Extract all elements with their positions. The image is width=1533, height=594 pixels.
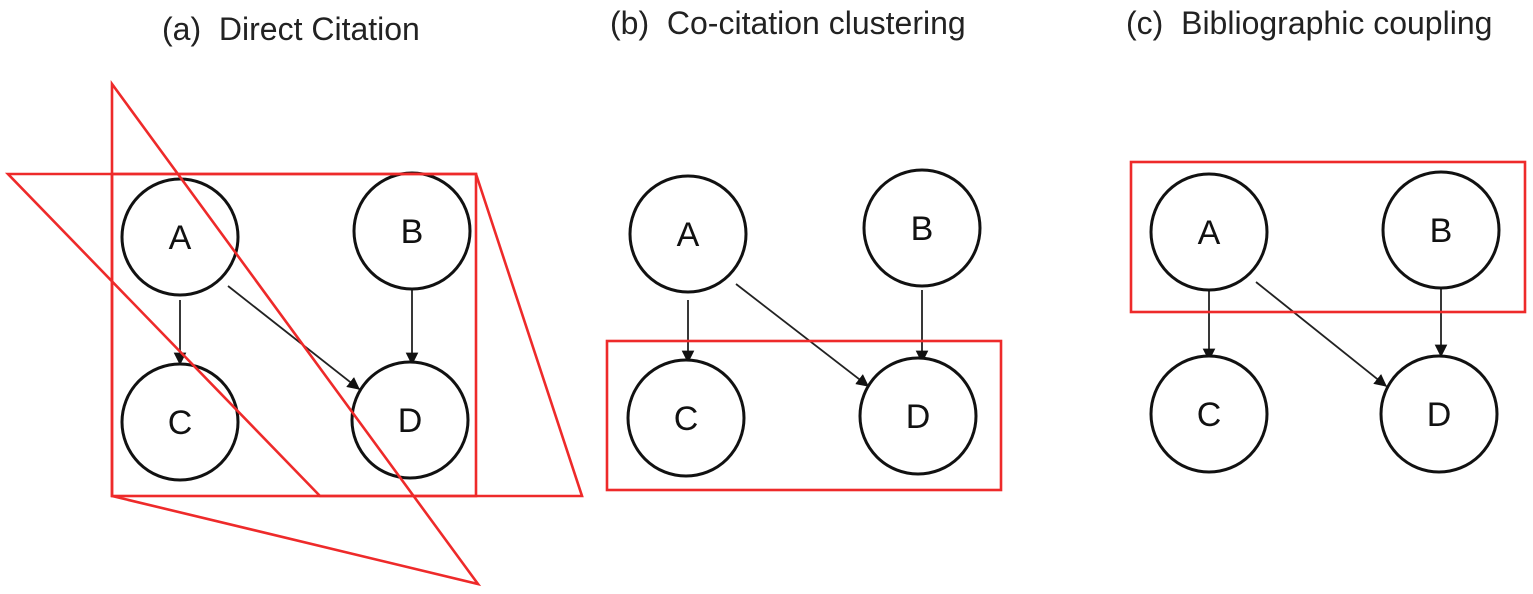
node-a: A [1149, 172, 1269, 292]
node-label: A [169, 219, 192, 257]
node-d: D [1379, 354, 1499, 474]
node-label: B [911, 210, 934, 248]
node-label: C [674, 400, 699, 438]
panel-title-c: (c) Bibliographic coupling [1126, 5, 1492, 41]
node-label: B [1430, 212, 1453, 250]
node-c: C [120, 362, 240, 482]
panel-title-b: (b) Co-citation clustering [610, 5, 966, 41]
node-label: A [677, 216, 700, 254]
node-b: B [1381, 170, 1501, 290]
node-d: D [858, 356, 978, 476]
node-label: D [1427, 396, 1452, 434]
panel-co-citation: (b) Co-citation clustering A B C D [605, 5, 1003, 492]
node-label: C [168, 404, 193, 442]
highlight-a-b [1129, 160, 1527, 314]
node-label: D [906, 398, 931, 436]
node-label: A [1198, 214, 1221, 252]
node-label: C [1197, 396, 1222, 434]
edge-a-to-d [1255, 281, 1387, 387]
node-c: C [626, 358, 746, 478]
node-b: B [352, 171, 472, 291]
panel-direct-citation: (a) Direct Citation A B C D [4, 11, 584, 587]
node-b: B [862, 168, 982, 288]
node-d: D [350, 360, 470, 480]
edge-a-to-d [227, 285, 360, 390]
node-a: A [120, 177, 240, 297]
highlight-parallelogram [4, 172, 584, 498]
node-label: D [398, 402, 423, 440]
node-c: C [1149, 354, 1269, 474]
panel-bibliographic-coupling: (c) Bibliographic coupling A B C D [1126, 5, 1527, 474]
node-label: B [401, 213, 424, 251]
highlight-triangle-a-to-d [110, 80, 482, 587]
node-a: A [628, 174, 748, 294]
panel-title-a: (a) Direct Citation [162, 11, 420, 47]
highlight-c-d [605, 339, 1003, 492]
edge-a-to-d [735, 283, 869, 387]
